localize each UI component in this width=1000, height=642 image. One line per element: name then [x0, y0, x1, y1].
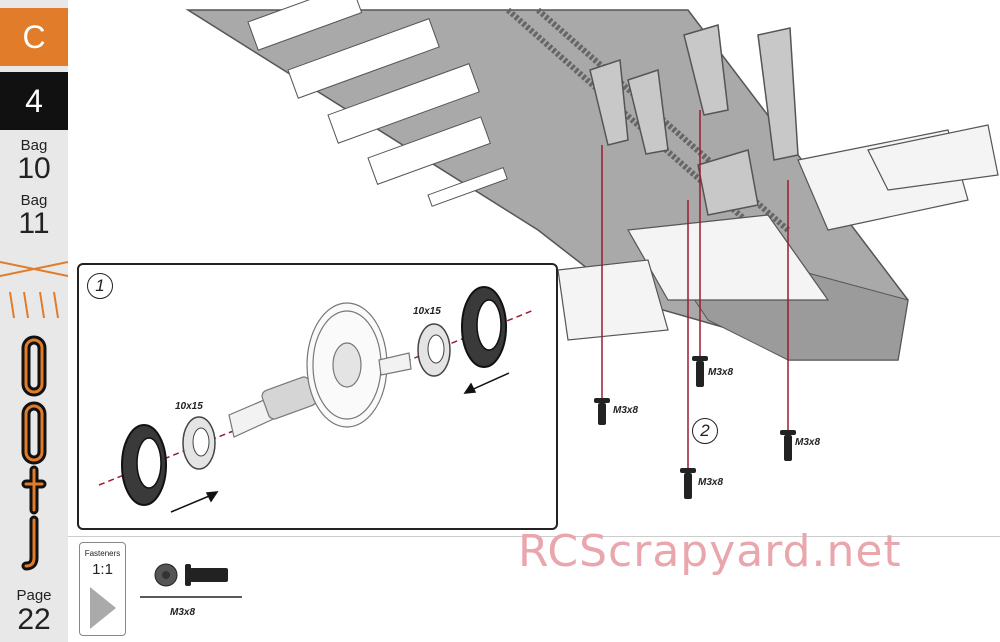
screw-guide-lines — [601, 110, 789, 470]
chassis-screws — [594, 356, 796, 499]
screw-label-3: M3x8 — [698, 477, 724, 488]
right-bearing — [417, 323, 451, 377]
assembly-arrows — [170, 372, 510, 513]
bag-label-1: Bag — [20, 137, 48, 154]
bearing-label-right: 10x15 — [413, 306, 441, 317]
step-1-inset: 1 — [77, 263, 558, 530]
right-bearing-holder — [461, 286, 507, 368]
watermark: RCScrapyard.net — [518, 526, 902, 577]
step-2-marker: 2 — [692, 418, 718, 444]
fasteners-box: Fasteners 1:1 — [79, 542, 126, 636]
screw-label-1: M3x8 — [613, 405, 639, 416]
left-bearing-holder — [121, 424, 167, 506]
screw-m3x8-icon — [140, 563, 242, 598]
screw-label-2: M3x8 — [708, 367, 734, 378]
fasteners-scale: 1:1 — [92, 561, 113, 578]
bag-label-2: Bag — [20, 192, 48, 209]
page-number: 22 — [17, 603, 51, 636]
pulley-assembly-drawing — [98, 286, 535, 513]
bag-number-1: 10 — [17, 152, 51, 185]
brand-logo-graphic — [0, 261, 68, 571]
differential-pulley — [228, 302, 412, 438]
page-label: Page — [16, 587, 52, 604]
step-1-marker: 1 — [87, 273, 113, 299]
play-triangle-icon — [90, 587, 116, 629]
section-badge: C — [0, 8, 68, 66]
bag-number-2: 11 — [18, 207, 50, 240]
fasteners-title: Fasteners — [84, 549, 121, 558]
left-bearing — [182, 416, 216, 470]
sidebar: C 4 Bag 10 Bag 11 Page 22 — [0, 0, 68, 642]
screw-label-4: M3x8 — [795, 437, 821, 448]
bearing-label-left: 10x15 — [175, 401, 203, 412]
bulkhead-posts — [589, 24, 799, 216]
chassis-drawing — [185, 0, 999, 499]
fastener-name: M3x8 — [170, 607, 196, 618]
step-badge: 4 — [0, 72, 68, 130]
chassis-right-assembly — [557, 124, 999, 341]
footer-divider — [68, 536, 1000, 537]
